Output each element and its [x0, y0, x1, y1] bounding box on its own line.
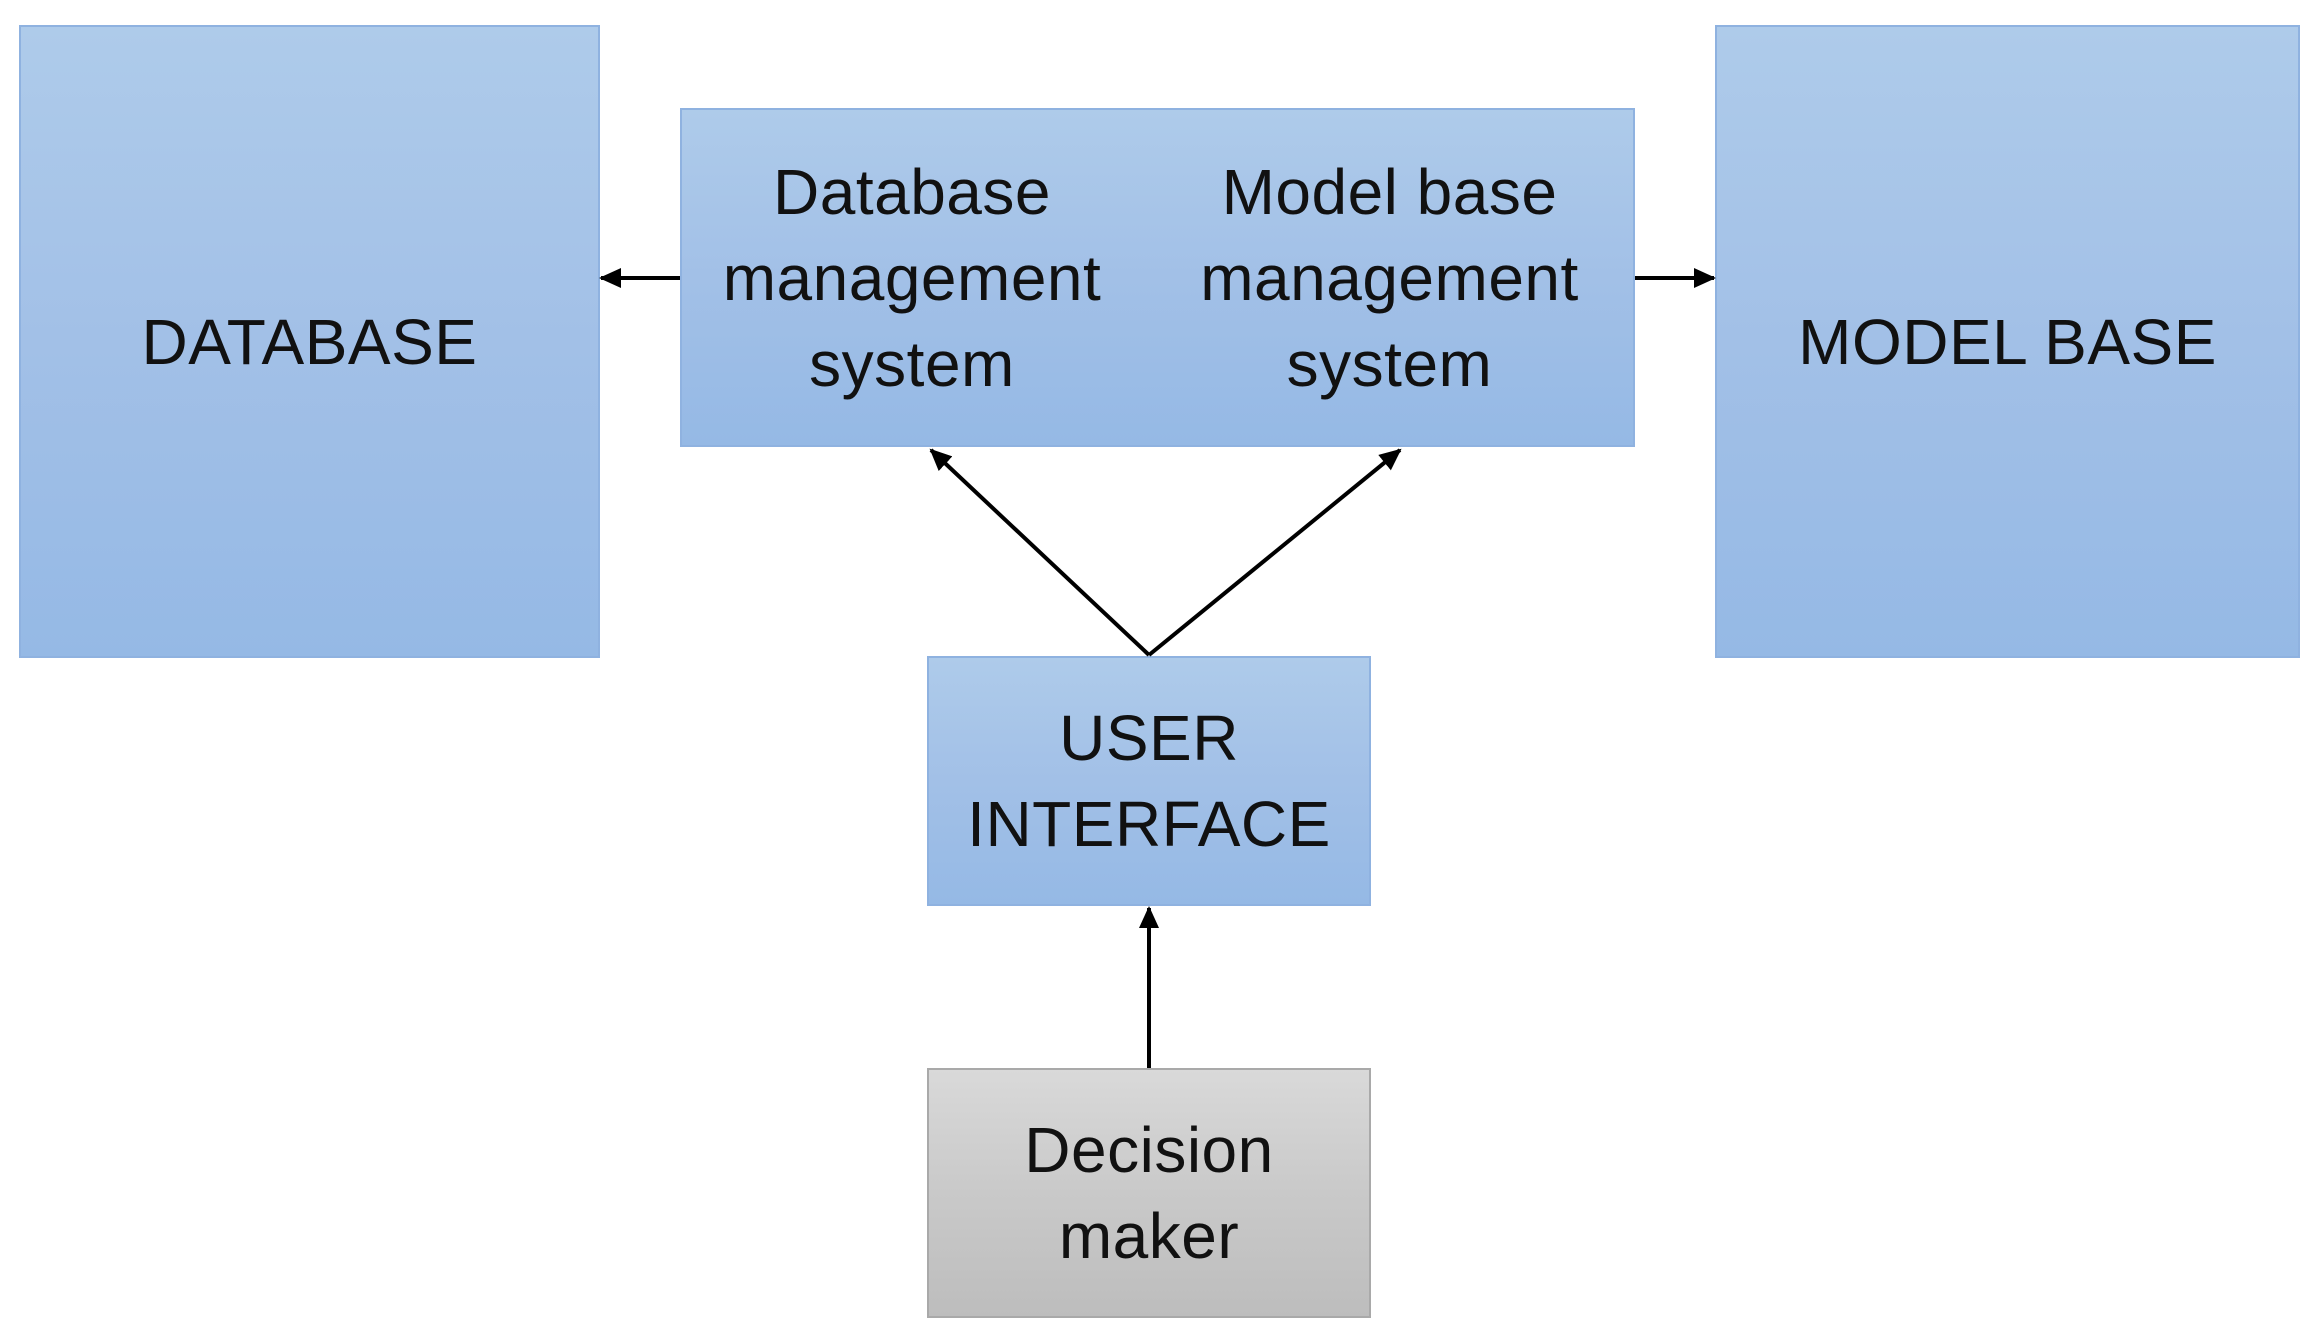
- mbms-node: Model base management system: [1142, 110, 1637, 445]
- user-interface-box: USER INTERFACE: [927, 656, 1371, 906]
- model-base-label: MODEL BASE: [1798, 305, 2217, 378]
- management-systems-box: Database management system Model base ma…: [680, 108, 1635, 447]
- arrow-ui-to-mbms: [1147, 448, 1402, 657]
- mbms-label: Model base management system: [1200, 155, 1579, 400]
- database-label: DATABASE: [141, 305, 478, 378]
- model-base-box: MODEL BASE: [1715, 25, 2300, 658]
- user-interface-label: USER INTERFACE: [967, 702, 1331, 860]
- dbms-label: Database management system: [722, 155, 1102, 400]
- decision-maker-box: Decision maker: [927, 1068, 1371, 1318]
- arrow-ui-to-dbms: [929, 448, 1151, 657]
- database-box: DATABASE: [19, 25, 600, 658]
- decision-maker-label: Decision maker: [1024, 1114, 1274, 1272]
- dbms-node: Database management system: [682, 110, 1142, 445]
